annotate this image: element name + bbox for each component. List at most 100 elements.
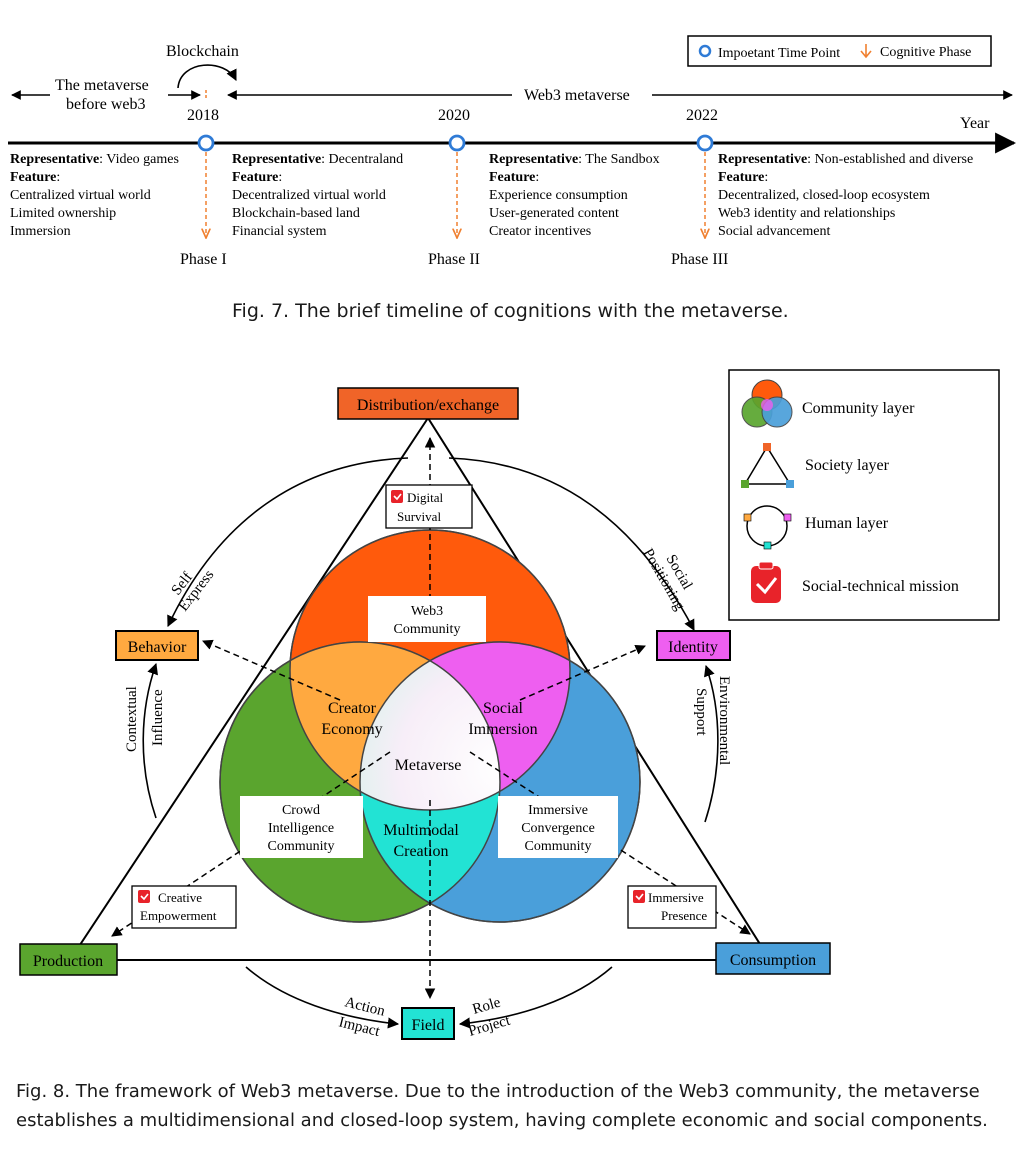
action-impact-arc bbox=[245, 966, 400, 1029]
cognitive-phase-icon bbox=[860, 44, 872, 59]
period-column-2: Representative: Decentraland Feature: De… bbox=[232, 152, 403, 239]
period-column-1: Representative: Video games Feature: Cen… bbox=[10, 152, 179, 239]
svg-text:Behavior: Behavior bbox=[128, 639, 187, 656]
svg-text:Identity: Identity bbox=[668, 639, 718, 656]
node-production: Production bbox=[19, 943, 118, 976]
feature-heading: Feature bbox=[489, 170, 535, 185]
svg-text:Creative: Creative bbox=[158, 890, 202, 905]
arrow-to-production bbox=[111, 751, 391, 937]
impact-label: Impact bbox=[337, 1014, 382, 1040]
contextual-influence-arc bbox=[142, 662, 158, 819]
svg-text:Production: Production bbox=[33, 953, 103, 970]
social-technical-mission-icon bbox=[751, 561, 781, 603]
feature-item: Decentralized virtual world bbox=[232, 188, 386, 203]
svg-text:Feature:: Feature: bbox=[10, 170, 60, 185]
influence-label: Influence bbox=[150, 689, 166, 746]
feature-item: Decentralized, closed-loop ecosystem bbox=[718, 188, 930, 203]
svg-text:Empowerment: Empowerment bbox=[140, 908, 217, 923]
feature-heading: Feature bbox=[232, 170, 278, 185]
rep-value: : Decentraland bbox=[321, 152, 403, 167]
multimodal-label-1: Multimodal bbox=[383, 822, 459, 839]
feature-item: Social advancement bbox=[718, 224, 830, 239]
svg-text:Feature:: Feature: bbox=[232, 170, 282, 185]
metaverse-center-label: Metaverse bbox=[395, 757, 462, 774]
legend-cognitive-phase: Cognitive Phase bbox=[880, 45, 971, 60]
rep-heading: Representative bbox=[718, 152, 807, 167]
feature-heading: Feature bbox=[10, 170, 56, 185]
timeline-legend: Impoetant Time Point Cognitive Phase bbox=[687, 35, 992, 67]
mission-icon bbox=[633, 890, 645, 903]
phase-label-1: Phase I bbox=[180, 251, 227, 268]
crowd-intelligence-label: Crowd Intelligence Community bbox=[240, 796, 363, 858]
creator-label-1: Creator bbox=[328, 700, 377, 717]
node-distribution-exchange: Distribution/exchange bbox=[337, 387, 519, 420]
svg-text:Representative: Video games: Representative: Video games bbox=[10, 152, 179, 167]
svg-text:Convergence: Convergence bbox=[521, 821, 595, 836]
legend-human: Human layer bbox=[805, 515, 889, 532]
environmental-support-arc bbox=[704, 664, 719, 823]
fig8-legend: Community layer Society layer Human laye… bbox=[728, 369, 1000, 621]
legend-mission: Social-technical mission bbox=[802, 578, 959, 595]
mission-icon bbox=[391, 490, 403, 503]
svg-text:Consumption: Consumption bbox=[730, 952, 816, 969]
feature-item: Centralized virtual world bbox=[10, 188, 151, 203]
support-label: Support bbox=[693, 688, 709, 736]
rep-heading: Representative bbox=[489, 152, 578, 167]
rep-value: : Video games bbox=[99, 152, 179, 167]
time-point-2022 bbox=[696, 134, 714, 152]
society-layer-icon bbox=[741, 443, 794, 488]
fig8-caption-line-2: establishes a multidimensional and close… bbox=[16, 1110, 988, 1131]
svg-text:Survival: Survival bbox=[397, 509, 441, 524]
project-label: Project bbox=[467, 1013, 513, 1040]
metaverse-center-region bbox=[360, 642, 500, 810]
legend-time-point: Impoetant Time Point bbox=[718, 46, 840, 61]
svg-text:Crowd: Crowd bbox=[282, 803, 320, 818]
svg-text:Digital: Digital bbox=[407, 490, 443, 505]
feature-item: Web3 identity and relationships bbox=[718, 206, 895, 221]
web3-community-label: Web3 Community bbox=[368, 596, 486, 642]
blockchain-arrow bbox=[177, 64, 237, 89]
fig8-caption-line-1: Fig. 8. The framework of Web3 metaverse.… bbox=[16, 1081, 980, 1102]
environmental-label: Environmental bbox=[716, 676, 732, 765]
social-immersion-label-2: Immersion bbox=[468, 721, 537, 738]
immersive-presence-box: Immersive Presence bbox=[627, 885, 717, 929]
time-point-icon bbox=[698, 44, 712, 58]
multimodal-label-2: Creation bbox=[393, 843, 448, 860]
svg-text:Feature:: Feature: bbox=[489, 170, 539, 185]
legend-community: Community layer bbox=[802, 400, 915, 417]
pre-web3-label-1: The metaverse bbox=[55, 77, 149, 94]
feature-item: Limited ownership bbox=[10, 206, 116, 221]
svg-text:Immersive: Immersive bbox=[648, 890, 704, 905]
svg-text:Distribution/exchange: Distribution/exchange bbox=[357, 397, 499, 414]
svg-text:Presence: Presence bbox=[661, 908, 707, 923]
fig7-caption: Fig. 7. The brief timeline of cognitions… bbox=[232, 300, 789, 322]
time-point-2018 bbox=[197, 134, 215, 152]
human-layer-ring bbox=[142, 457, 719, 1029]
role-project-arc bbox=[458, 966, 613, 1029]
rep-value: : The Sandbox bbox=[578, 152, 659, 167]
web3-label: Web3 metaverse bbox=[524, 87, 630, 104]
period-column-4: Representative: Non-established and dive… bbox=[718, 152, 973, 239]
node-field: Field bbox=[401, 1007, 455, 1040]
node-identity: Identity bbox=[656, 630, 731, 661]
feature-item: Blockchain-based land bbox=[232, 206, 360, 221]
svg-text:Feature:: Feature: bbox=[718, 170, 768, 185]
svg-text:Immersive: Immersive bbox=[528, 803, 588, 818]
social-positioning-arc bbox=[448, 457, 695, 631]
svg-text:Representative: Non-establishe: Representative: Non-established and dive… bbox=[718, 152, 973, 167]
feature-item: Immersion bbox=[10, 224, 71, 239]
feature-item: Financial system bbox=[232, 224, 327, 239]
human-layer-icon bbox=[743, 505, 792, 550]
fig7-timeline: Impoetant Time Point Cognitive Phase Blo… bbox=[8, 35, 1017, 322]
svg-text:Community: Community bbox=[394, 622, 461, 637]
creative-empowerment-box: Creative Empowerment bbox=[131, 885, 237, 929]
fig8-framework: Self Express Social Positioning Contextu… bbox=[16, 369, 1000, 1131]
phase-label-2: Phase II bbox=[428, 251, 480, 268]
rep-heading: Representative bbox=[10, 152, 99, 167]
mission-icon bbox=[138, 890, 150, 903]
role-label: Role bbox=[471, 995, 503, 1018]
svg-text:Representative: The Sandbox: Representative: The Sandbox bbox=[489, 152, 660, 167]
legend-society: Society layer bbox=[805, 457, 890, 474]
pre-web3-label-2: before web3 bbox=[66, 96, 146, 113]
